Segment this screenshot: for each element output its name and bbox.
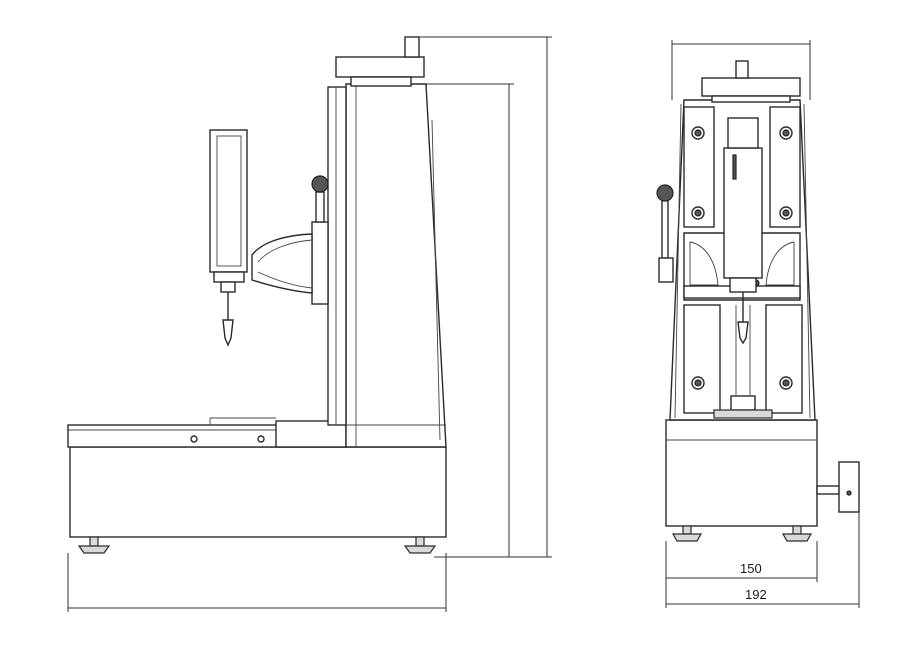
front-dimensions: 150 192 bbox=[665, 40, 860, 608]
side-view bbox=[67, 36, 447, 554]
front-foot-left bbox=[671, 525, 703, 542]
side-foot-left bbox=[77, 536, 111, 554]
front-indenter bbox=[737, 321, 749, 345]
side-arm bbox=[251, 233, 313, 294]
rail-hole-left bbox=[190, 435, 198, 443]
front-foot-right bbox=[781, 525, 813, 542]
side-carriage bbox=[311, 221, 329, 305]
side-base-body bbox=[69, 446, 447, 538]
side-column-rail bbox=[327, 86, 347, 426]
front-handle-knob bbox=[656, 184, 674, 202]
front-view bbox=[656, 60, 860, 542]
side-handle-knob bbox=[311, 175, 329, 193]
side-dimensions bbox=[67, 36, 552, 612]
front-gauge-body bbox=[723, 147, 763, 279]
front-plate-lower-right bbox=[765, 304, 803, 414]
rail-hole-right bbox=[257, 435, 265, 443]
front-side-wheel bbox=[838, 461, 860, 513]
front-base bbox=[665, 419, 818, 527]
side-top-cap bbox=[335, 56, 425, 78]
dim-192-label: 192 bbox=[745, 587, 767, 602]
front-bolts bbox=[691, 126, 793, 390]
front-top-cap bbox=[701, 77, 801, 97]
front-plate-lower-left bbox=[683, 304, 721, 414]
front-anvil bbox=[730, 395, 756, 411]
dim-150-label: 150 bbox=[740, 561, 762, 576]
side-foot-right bbox=[403, 536, 437, 554]
side-column bbox=[345, 83, 447, 448]
side-indenter bbox=[222, 319, 234, 347]
